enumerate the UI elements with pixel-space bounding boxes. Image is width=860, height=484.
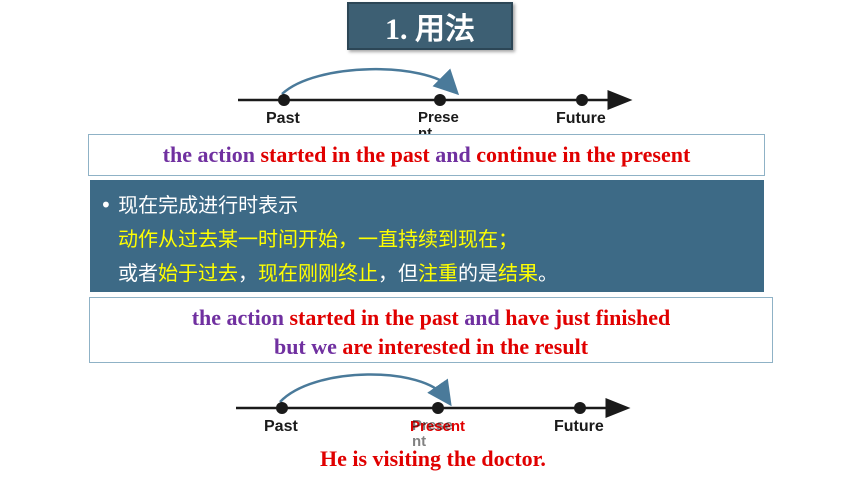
panel-bullet: • bbox=[100, 193, 112, 217]
panel-line-3-i: 。 bbox=[538, 261, 558, 285]
timeline2-label-present-overlay: Present bbox=[410, 418, 466, 435]
panel-line-3: 或者始于过去，现在刚刚终止，但注重的是结果。 bbox=[100, 256, 764, 290]
timeline-label-past: Past bbox=[266, 110, 300, 127]
definition2-l1-d: have just finished bbox=[505, 305, 671, 330]
timeline2-label-future: Future bbox=[554, 418, 604, 435]
panel-line-3-b: 始于过去 bbox=[158, 261, 238, 285]
definition2-l2-b: are interested in the result bbox=[342, 334, 589, 359]
panel-line-1-text: 现在完成进行时表示 bbox=[118, 193, 299, 217]
definition2-l2-a: but we bbox=[273, 334, 343, 359]
timeline-bottom bbox=[236, 373, 631, 418]
timeline-top bbox=[238, 68, 633, 110]
present-point bbox=[434, 94, 446, 106]
timeline2-label-past: Past bbox=[264, 418, 298, 435]
future-point bbox=[576, 94, 588, 106]
panel-line-3-d: 现在刚刚终止 bbox=[258, 261, 378, 285]
timeline-arc-arrow-2 bbox=[279, 373, 452, 407]
panel-line-3-h: 结果 bbox=[498, 261, 538, 285]
definition1-text-d: continue in the present bbox=[476, 142, 691, 167]
timeline-label-future: Future bbox=[556, 110, 606, 127]
panel-line-3-a: 或者 bbox=[118, 261, 158, 285]
timeline2-label-present: Prese nt bbox=[412, 417, 453, 450]
panel-line-2: 动作从过去某一时间开始，一直持续到现在； bbox=[118, 227, 518, 251]
timeline-arc-arrow bbox=[281, 68, 460, 96]
definition1-text-b: started in the past bbox=[260, 142, 436, 167]
future-point-2 bbox=[574, 402, 586, 414]
present-point-2 bbox=[432, 402, 444, 414]
definition2-line-1: the action started in the past and have … bbox=[90, 303, 772, 332]
panel-line-1: • 现在完成进行时表示 bbox=[100, 188, 764, 222]
panel-line-3-f: 注重 bbox=[418, 261, 458, 285]
definition2-l1-c: and bbox=[464, 305, 506, 330]
definition2-l1-b: started in the past bbox=[289, 305, 465, 330]
panel-line-3-e: ，但 bbox=[378, 261, 418, 285]
definition1-text-c: and bbox=[435, 142, 477, 167]
example-sentence: He is visiting the doctor. bbox=[320, 446, 546, 471]
definition-box-2: the action started in the past and have … bbox=[89, 297, 773, 363]
panel-line-3-g: 的是 bbox=[458, 261, 498, 285]
definition1-text-a: the action bbox=[162, 142, 261, 167]
explanation-panel: • 现在完成进行时表示 动作从过去某一时间开始，一直持续到现在； 或者始于过去，… bbox=[90, 180, 764, 292]
section-title: 1. 用法 bbox=[347, 2, 513, 50]
past-point-2 bbox=[276, 402, 288, 414]
panel-line-3-c: ， bbox=[238, 261, 258, 285]
past-point bbox=[278, 94, 290, 106]
definition2-l1-a: the action bbox=[191, 305, 290, 330]
definition-box-1: the action started in the past and conti… bbox=[88, 134, 765, 176]
definition2-line-2: but we are interested in the result bbox=[90, 332, 772, 361]
